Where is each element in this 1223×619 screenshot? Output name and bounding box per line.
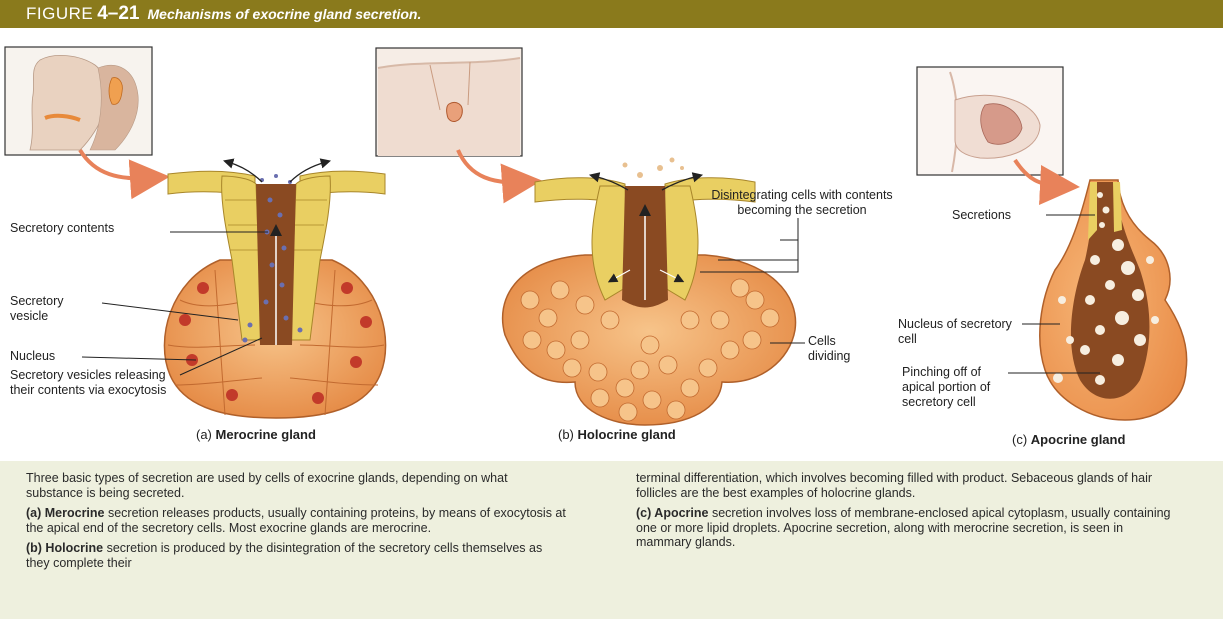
caption-merocrine: (a) Merocrine gland [196,427,316,442]
inset-breast-image [917,67,1063,175]
description-apocrine-label: (c) Apocrine [636,506,708,520]
label-secretions: Secretions [952,208,1011,223]
description-holocrine: (b) Holocrine secretion is produced by t… [26,541,566,570]
figure-number: 4–21 [97,3,139,25]
description-column-left: Three basic types of secretion are used … [26,471,566,576]
caption-apocrine: (c) Apocrine gland [1012,432,1125,447]
description-holocrine-text: secretion is produced by the disintegrat… [26,541,542,570]
figure-illustration: Secretory contents Secretory vesicle Nuc… [0,28,1223,458]
description-intro: Three basic types of secretion are used … [26,471,566,500]
label-secretory-contents: Secretory contents [10,221,114,236]
label-nucleus: Nucleus [10,349,55,364]
caption-apocrine-name: Apocrine gland [1031,432,1126,447]
description-holocrine-continued: terminal differentiation, which involves… [636,471,1176,500]
caption-merocrine-name: Merocrine gland [216,427,316,442]
description-holocrine-label: (b) Holocrine [26,541,103,555]
figure-caption: Mechanisms of exocrine gland secretion. [148,6,422,22]
apocrine-gland-drawing [1008,180,1187,420]
label-nucleus-secretory-cell: Nucleus of secretory cell [898,317,1018,347]
description-column-right: terminal differentiation, which involves… [636,471,1176,556]
gland-diagram-svg [0,28,1223,458]
inset-face-image [5,47,152,155]
description-apocrine: (c) Apocrine secretion involves loss of … [636,506,1176,550]
description-apocrine-text: secretion involves loss of membrane-encl… [636,506,1171,549]
label-secretory-vesicles-releasing: Secretory vesicles releasing their conte… [10,368,180,398]
label-disintegrating-cells: Disintegrating cells with contents becom… [702,188,902,218]
figure-label: FIGURE [26,4,93,24]
description-merocrine: (a) Merocrine secretion releases product… [26,506,566,535]
description-box: Three basic types of secretion are used … [0,461,1223,619]
caption-holocrine-prefix: (b) [558,427,574,442]
figure-title-bar: FIGURE 4–21 Mechanisms of exocrine gland… [0,0,1223,28]
caption-holocrine-name: Holocrine gland [578,427,676,442]
description-merocrine-label: (a) Merocrine [26,506,105,520]
caption-merocrine-prefix: (a) [196,427,212,442]
description-merocrine-text: secretion releases products, usually con… [26,506,566,535]
inset-skin-image [376,48,522,156]
caption-holocrine: (b) Holocrine gland [558,427,676,442]
caption-apocrine-prefix: (c) [1012,432,1027,447]
label-pinching-off: Pinching off of apical portion of secret… [902,365,1012,410]
label-secretory-vesicle: Secretory vesicle [10,294,100,324]
label-cells-dividing: Cells dividing [808,334,868,364]
